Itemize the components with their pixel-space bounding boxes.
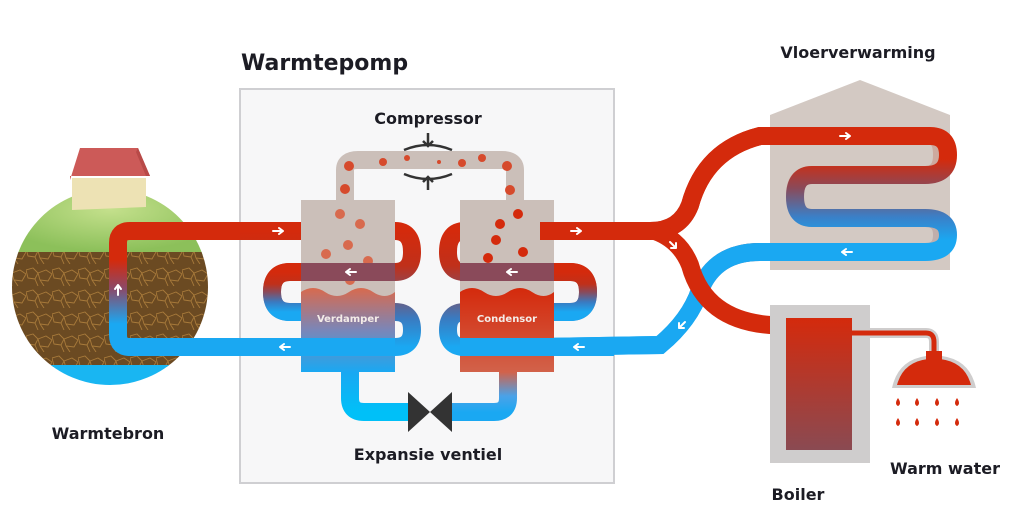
heat-pump-panel [239, 88, 615, 484]
compressor-label: Compressor [374, 109, 482, 128]
refrigerant-bubbles-top [340, 154, 515, 195]
arrow-left-icon [506, 268, 518, 276]
floor-heating-house [760, 80, 958, 270]
expansion-pipe-right [440, 372, 517, 421]
arrow-left-icon [345, 268, 357, 276]
warm-water-label: Warm water [890, 459, 1000, 478]
arrow-down-left-icon [678, 321, 686, 329]
groundwater-layer [12, 365, 208, 385]
arrow-left-icon [841, 248, 853, 256]
condenser-label: Condensor [477, 314, 537, 325]
water-drops [896, 398, 959, 426]
arrow-right-icon [570, 227, 582, 235]
arrow-right-icon [272, 227, 284, 235]
floor-heating-coil-arrows [667, 132, 853, 329]
flow-arrows [114, 227, 585, 351]
arrow-left-icon [279, 343, 291, 351]
expansion-pipe-left [341, 372, 420, 421]
arrow-down-right-icon [669, 241, 677, 249]
expansion-valve-icon [408, 392, 452, 432]
shower-head-icon [892, 351, 976, 388]
floor-heating-label: Vloerverwarming [780, 43, 935, 62]
arrow-up-icon [114, 284, 122, 296]
page-title: Warmtepomp [241, 51, 408, 76]
arrow-up-right-icon [667, 205, 675, 213]
expansion-valve-label: Expansie ventiel [354, 445, 502, 464]
boiler-label: Boiler [772, 485, 825, 504]
arrow-left-icon [573, 343, 585, 351]
boiler [770, 305, 939, 463]
arrow-right-icon [839, 132, 851, 140]
compressor-icon [403, 133, 453, 190]
house-icon [70, 148, 150, 210]
heat-source-label: Warmtebron [52, 424, 165, 443]
evaporator-label: Verdamper [317, 314, 379, 325]
